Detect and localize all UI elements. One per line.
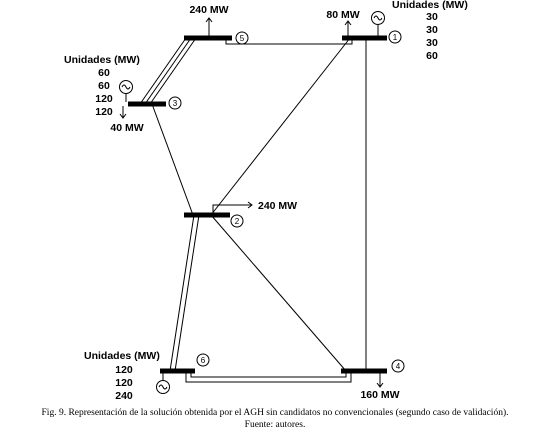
line-4-6 <box>185 371 352 383</box>
generation-unit-value: 30 <box>426 37 438 49</box>
load-arrow-icon <box>205 17 213 36</box>
generation-units-bus-6: Unidades (MW) 120 120 240 <box>84 350 160 402</box>
line-2-3 <box>151 103 194 216</box>
bus-number-6: 6 <box>201 356 206 365</box>
bus-bar-4 <box>341 368 387 374</box>
generator-icon <box>119 80 133 102</box>
line-2-4 <box>210 214 347 372</box>
generation-unit-value: 60 <box>98 67 110 79</box>
load-label-bus-5: 240 MW <box>189 4 228 16</box>
line-2-6 <box>169 214 200 372</box>
load-label-bus-1: 80 MW <box>326 9 359 21</box>
bus-marker-5 <box>235 31 249 45</box>
generation-units-header: Unidades (MW) <box>84 350 160 362</box>
generator-icon <box>156 373 170 394</box>
bus-bar-5 <box>184 35 232 41</box>
line-1-2 <box>210 37 351 216</box>
bus-bar-2 <box>184 212 230 218</box>
generation-unit-value: 30 <box>426 11 438 23</box>
load-label-bus-4: 160 MW <box>360 389 399 401</box>
bus-number-3: 3 <box>173 99 178 108</box>
bus-number-4: 4 <box>396 362 401 371</box>
load-arrow-icon <box>344 20 352 36</box>
generation-unit-value: 120 <box>115 377 133 389</box>
generation-unit-value: 120 <box>115 364 133 376</box>
load-arrow-icon <box>376 373 384 388</box>
line-1-5 <box>225 38 353 45</box>
load-arrow-icon <box>212 201 253 213</box>
generator-icon <box>371 11 385 36</box>
load-label-bus-3: 40 MW <box>110 122 143 134</box>
load-arrow-icon <box>119 106 127 119</box>
bus-marker-6 <box>196 353 210 367</box>
bus-bar-3 <box>128 101 166 107</box>
generation-unit-value: 60 <box>98 80 110 92</box>
load-label-bus-2: 240 MW <box>258 200 297 212</box>
bus-marker-4 <box>391 359 405 373</box>
bus-bars <box>128 35 387 374</box>
bus-marker-1 <box>388 30 402 44</box>
generation-unit-value: 120 <box>95 106 113 118</box>
generation-units-bus-1: Unidades (MW) 30 30 30 60 <box>392 0 468 62</box>
bus-number-2: 2 <box>235 217 240 226</box>
transmission-lines <box>139 37 367 383</box>
figure-caption: Fig. 9. Representación de la solución ob… <box>41 408 509 418</box>
line-3-5 <box>139 37 197 105</box>
generation-units-bus-3: Unidades (MW) 60 60 120 120 <box>64 54 140 118</box>
bus-marker-3 <box>168 96 182 110</box>
generation-unit-value: 120 <box>95 93 113 105</box>
bus-bar-6 <box>160 368 195 374</box>
bus-bar-1 <box>342 35 387 41</box>
generation-unit-value: 30 <box>426 24 438 36</box>
generation-unit-value: 240 <box>115 390 133 402</box>
generation-units-header: Unidades (MW) <box>392 0 468 11</box>
generation-unit-value: 60 <box>426 50 438 62</box>
figure-source: Fuente: autores. <box>244 420 306 430</box>
bus-number-1: 1 <box>393 33 398 42</box>
bus-number-5: 5 <box>240 34 245 43</box>
generation-units-header: Unidades (MW) <box>64 54 140 66</box>
bus-marker-2 <box>230 214 244 228</box>
